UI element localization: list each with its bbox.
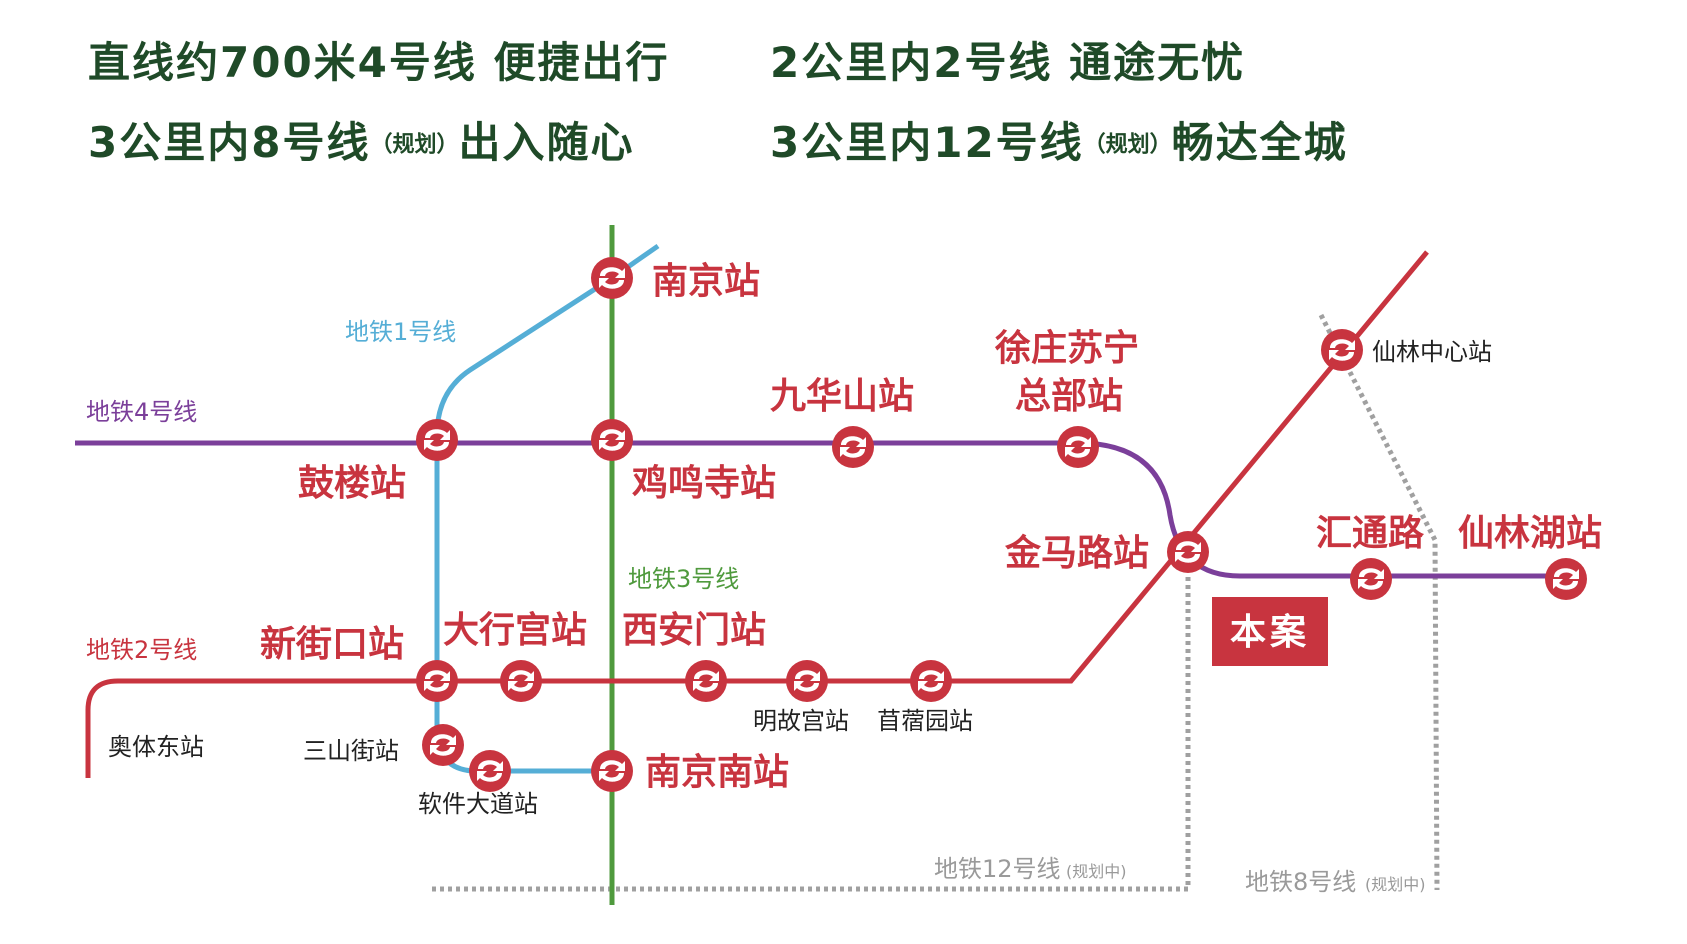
line2-route <box>85 250 1429 778</box>
headline-line8: 3公里内8号线（规划）出入随心 <box>88 122 634 164</box>
station-label-jiuhuashan: 九华山站 <box>770 376 914 417</box>
station-label-gulou: 鼓楼站 <box>298 463 406 504</box>
station-marker-minggugong <box>786 660 828 702</box>
station-label-aotidong: 奥体东站 <box>108 733 204 761</box>
line2-label: 地铁2号线 <box>86 636 197 664</box>
station-label-xinjiekou: 新街口站 <box>260 624 404 665</box>
station-marker-xianlinzhongxin <box>1321 329 1363 371</box>
headline-line12: 3公里内12号线（规划）畅达全城 <box>770 122 1348 164</box>
headline-text: 3公里内8号线 <box>88 118 371 167</box>
station-label-xuzhuang-2: 总部站 <box>1015 376 1123 417</box>
station-marker-ruanjiandadao <box>469 750 511 792</box>
line8-label: 地铁8号线 <box>1245 868 1356 896</box>
headline-text: 出入随心 <box>458 118 635 167</box>
line1-label: 地铁1号线 <box>345 318 456 346</box>
station-label-minggugong: 明故宫站 <box>753 707 849 735</box>
station-label-xianlinhu: 仙林湖站 <box>1458 513 1602 554</box>
station-marker-jimingsi <box>591 419 633 461</box>
station-label-xianlinzhongxin: 仙林中心站 <box>1372 338 1492 366</box>
line3-label: 地铁3号线 <box>628 565 739 593</box>
line12-note: (规划中) <box>1066 862 1127 881</box>
headline-note: （规划） <box>370 132 459 158</box>
station-marker-xianlinhu <box>1545 558 1587 600</box>
station-marker-xianmen <box>685 660 727 702</box>
headline-line2: 2公里内2号线 通途无忧 <box>770 42 1245 84</box>
headline-text: 直线约700米4号线 便捷出行 <box>88 38 670 87</box>
line8-route <box>1318 313 1440 891</box>
station-marker-jiuhuashan <box>832 426 874 468</box>
station-marker-xuzhuang <box>1057 426 1099 468</box>
headline-text: 2公里内2号线 通途无忧 <box>770 38 1246 87</box>
headline-text: 3公里内12号线 <box>770 118 1084 167</box>
station-label-huitonglu: 汇通路 <box>1316 513 1425 554</box>
station-marker-muxuyuan <box>910 660 952 702</box>
line1-route <box>434 243 660 774</box>
headline-text: 畅达全城 <box>1171 118 1348 167</box>
line4-label: 地铁4号线 <box>86 398 197 426</box>
station-marker-nanjing <box>591 257 633 299</box>
station-label-nanjing: 南京站 <box>652 260 760 302</box>
project-badge-label: 本案 <box>1230 612 1310 653</box>
line8-note: (规划中) <box>1365 875 1426 894</box>
line4-route <box>75 440 1566 579</box>
station-label-sanshanjie: 三山街站 <box>303 737 399 765</box>
station-marker-xinjiekou <box>416 660 458 702</box>
station-label-jimingsi: 鸡鸣寺站 <box>632 463 776 504</box>
station-marker-daxinggong <box>500 660 542 702</box>
station-label-ruanjiandadao: 软件大道站 <box>418 790 538 818</box>
station-label-nanjingnan: 南京南站 <box>645 751 789 793</box>
headline-line4: 直线约700米4号线 便捷出行 <box>88 42 670 84</box>
station-marker-huitonglu <box>1350 558 1392 600</box>
station-marker-nanjingnan <box>591 750 633 792</box>
station-label-daxinggong: 大行宫站 <box>443 610 587 651</box>
line12-label: 地铁12号线 <box>934 855 1061 883</box>
line12-route <box>432 573 1191 892</box>
station-marker-sanshanjie <box>422 724 464 766</box>
station-marker-gulou <box>416 419 458 461</box>
headline-note: （规划） <box>1083 132 1172 158</box>
project-badge: 本案 <box>1212 597 1328 666</box>
station-label-muxuyuan: 苜蓿园站 <box>877 707 973 735</box>
station-marker-jinmalu <box>1167 531 1209 573</box>
station-label-xianmen: 西安门站 <box>622 610 766 651</box>
station-label-xuzhuang-1: 徐庄苏宁 <box>994 328 1139 369</box>
station-label-jinmalu: 金马路站 <box>1004 532 1149 574</box>
